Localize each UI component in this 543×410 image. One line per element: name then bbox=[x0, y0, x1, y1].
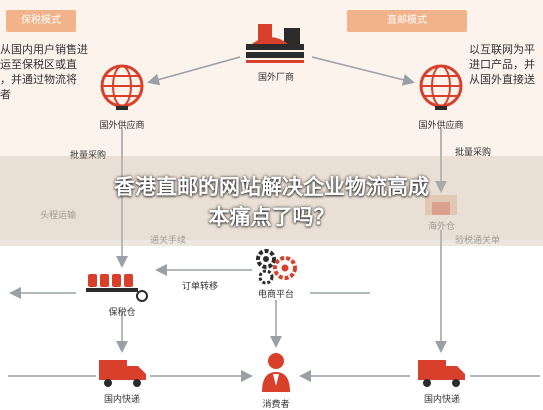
domestic-express-right-label: 国内快递 bbox=[423, 395, 460, 405]
truck-icon-left bbox=[99, 360, 146, 387]
first-leg-shipping-label: 头程运输 bbox=[40, 211, 77, 221]
article-headline: 香港直邮的网站解决企业物流高成 本痛点了吗？ bbox=[114, 175, 429, 229]
customs-clearance-left-label: 通关手续 bbox=[150, 236, 187, 246]
bulk-purchase-left-label: 批量采购 bbox=[70, 151, 107, 161]
bonded-warehouse-icon bbox=[86, 274, 148, 302]
headline-overlay bbox=[0, 156, 543, 246]
order-transfer-label: 订单转移 bbox=[182, 282, 219, 292]
globe-icon-right bbox=[419, 64, 463, 110]
bonded-mode-description: 从国内用户销售进 运至保税区或直 ，并通过物流将 者 bbox=[0, 43, 88, 101]
supplier-left-label: 国外供应商 bbox=[99, 121, 145, 131]
factory-icon bbox=[246, 24, 304, 63]
domestic-express-left-label: 国内快递 bbox=[103, 395, 140, 405]
ecommerce-platform-label: 电商平台 bbox=[257, 290, 294, 300]
truck-icon-right bbox=[418, 360, 465, 387]
supplier-right-label: 国外供应商 bbox=[418, 121, 464, 131]
overseas-factory-label: 国外厂商 bbox=[257, 73, 294, 83]
gears-icon bbox=[256, 249, 297, 285]
bonded-mode-tab: 保税模式 bbox=[6, 10, 76, 32]
overseas-warehouse-icon bbox=[425, 195, 457, 215]
consumer-label: 消费者 bbox=[262, 400, 290, 410]
direct-mail-mode-tab: 直邮模式 bbox=[347, 10, 467, 32]
globe-icon-left bbox=[100, 64, 144, 110]
consumer-icon bbox=[262, 353, 290, 392]
bonded-warehouse-label: 保税仓 bbox=[108, 308, 136, 318]
bulk-purchase-right-label: 批量采购 bbox=[455, 148, 492, 158]
direct-mail-mode-description: 以互联网为平 进口产品，并 从国外直接送 bbox=[469, 43, 535, 86]
customs-clearance-right-label: 验税通关单 bbox=[455, 236, 501, 246]
overseas-warehouse-label: 海外仓 bbox=[428, 222, 456, 232]
